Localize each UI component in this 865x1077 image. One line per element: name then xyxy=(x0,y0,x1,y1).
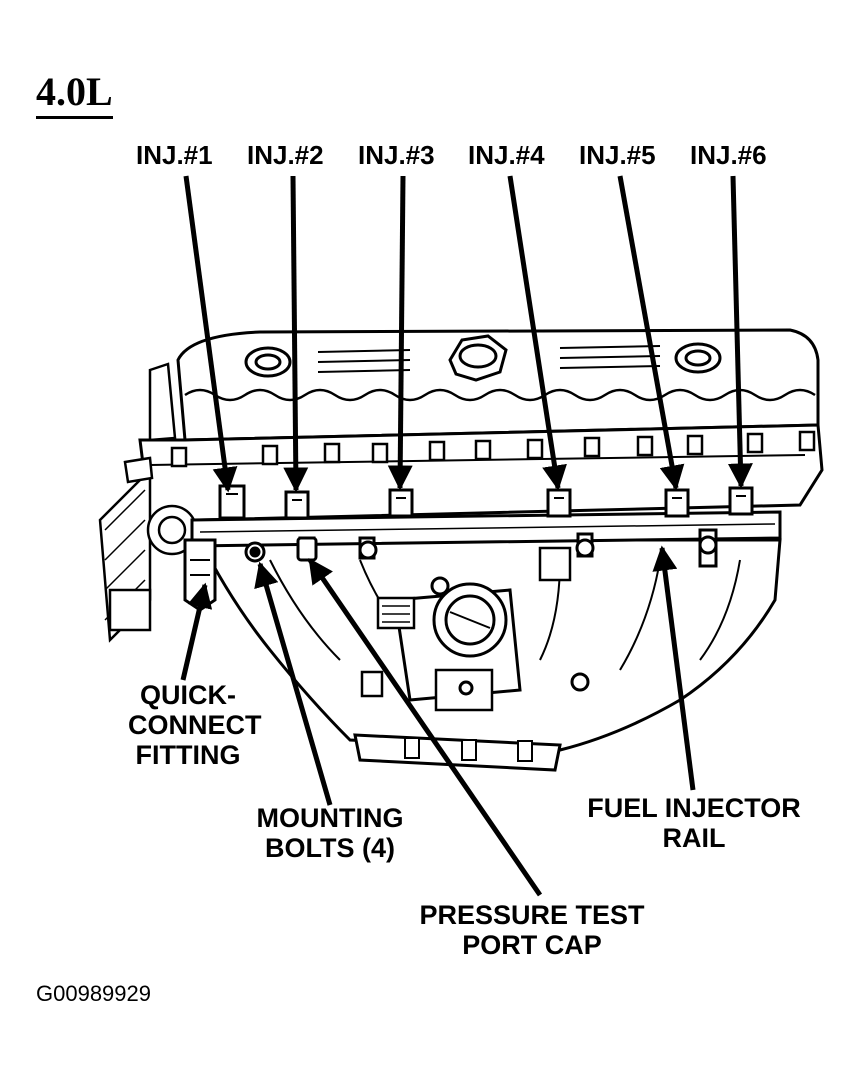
fuel-rail-label: FUEL INJECTOR RAIL xyxy=(576,793,812,853)
injector-5-label: INJ.#5 xyxy=(579,140,656,170)
pressure-test-line-1: PRESSURE TEST xyxy=(419,900,645,930)
cylinder-head xyxy=(138,423,824,522)
figure-code: G00989929 xyxy=(36,981,151,1006)
fuel-injector-rail xyxy=(190,510,782,568)
mounting-bolts-label: MOUNTING BOLTS (4) xyxy=(247,803,413,863)
pressure-test-label: PRESSURE TEST PORT CAP xyxy=(410,900,654,960)
pressure-test-line-2: PORT CAP xyxy=(462,930,602,960)
injector-3-label: INJ.#3 xyxy=(358,140,435,170)
leader-lines xyxy=(180,175,753,897)
quick-connect-line-2: CONNECT xyxy=(128,710,262,740)
oil-filler-cap xyxy=(448,334,508,382)
injector-2-label: INJ.#2 xyxy=(247,140,324,170)
injector-1-label: INJ.#1 xyxy=(136,140,213,170)
mounting-bolts-line-2: BOLTS (4) xyxy=(265,833,395,863)
engine-size-title: 4.0L xyxy=(36,70,113,119)
front-accessories xyxy=(98,362,198,643)
valve-cover xyxy=(176,328,820,442)
quick-connect-line-1: QUICK- xyxy=(140,680,236,710)
fuel-rail-line-2: RAIL xyxy=(662,823,726,853)
quick-connect-line-3: FITTING xyxy=(135,740,241,770)
fuel-rail-line-1: FUEL INJECTOR xyxy=(587,793,801,823)
mounting-bolts-line-1: MOUNTING xyxy=(256,803,404,833)
quick-connect-label: QUICK- CONNECT FITTING xyxy=(128,680,262,770)
injector-4-label: INJ.#4 xyxy=(468,140,545,170)
throttle-body xyxy=(360,546,590,712)
injector-6-label: INJ.#6 xyxy=(690,140,767,170)
